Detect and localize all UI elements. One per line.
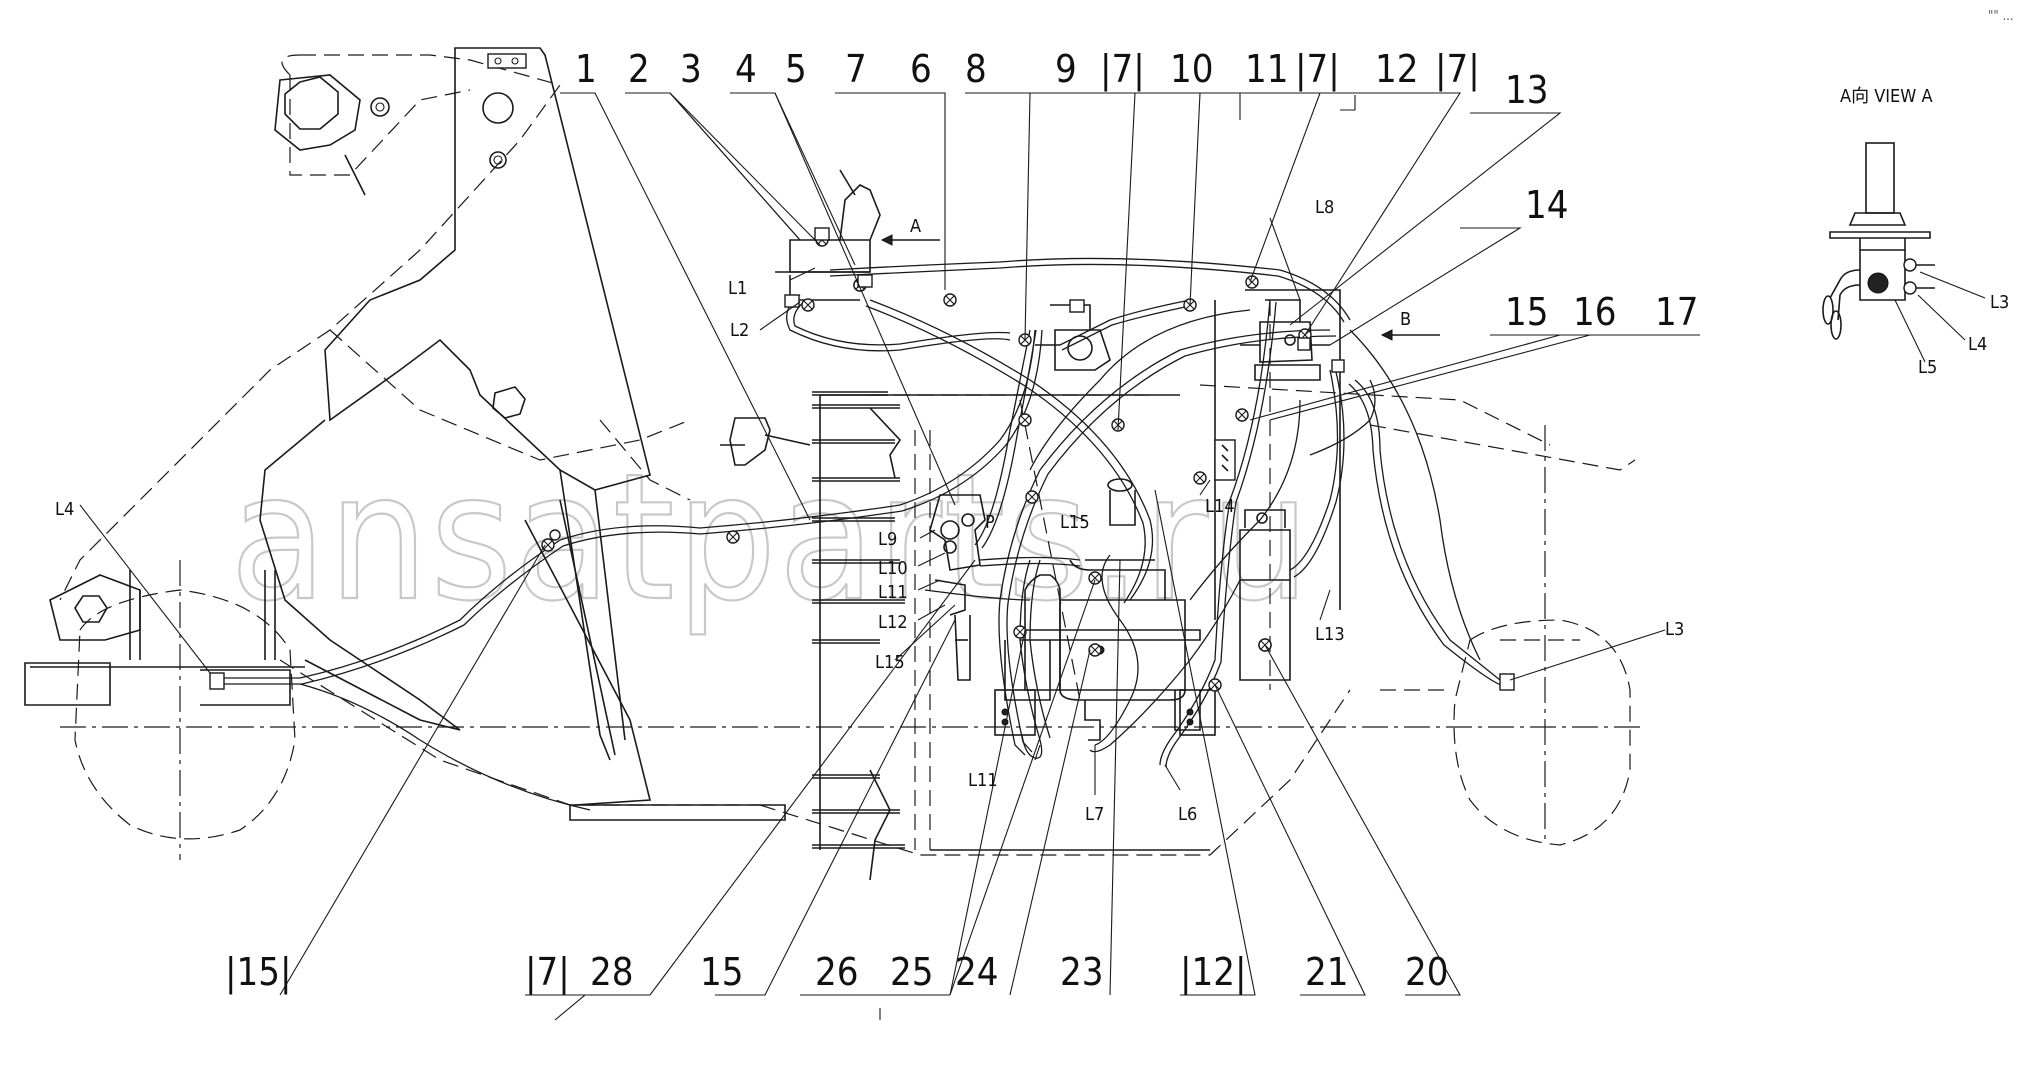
- watermark: ansatparts.ru: [230, 437, 1312, 640]
- callout-bottom-15b: 15: [700, 950, 744, 994]
- callout-top-12: 12: [1375, 47, 1419, 91]
- line-labels: L1 L2 L3 L4 L5 L6 L7 L8 L9 L10 L11 L12 L…: [55, 197, 2009, 825]
- callout-bottom-25: 25: [890, 950, 934, 994]
- callout-top-14: 14: [1525, 183, 1569, 227]
- callout-bottom-7: |7|: [525, 950, 570, 995]
- label-L11-bottom: L11: [968, 770, 998, 791]
- callout-top-5: 5: [785, 47, 807, 91]
- label-L4: L4: [55, 499, 74, 520]
- label-L8: L8: [1315, 197, 1334, 218]
- label-L15-center: L15: [1060, 512, 1090, 533]
- label-L7: L7: [1085, 804, 1104, 825]
- callout-top-7: 7: [845, 47, 867, 91]
- callout-top-7b: |7|: [1100, 47, 1145, 92]
- callout-bottom-26: 26: [815, 950, 859, 994]
- callout-bottom-21: 21: [1305, 950, 1349, 994]
- callout-top-15: 15: [1505, 290, 1549, 334]
- marker-B: B: [1400, 309, 1411, 330]
- callout-bottom-15: |15|: [225, 950, 292, 995]
- label-L4-view: L4: [1968, 334, 1987, 355]
- callout-numbers-top: 1 2 3 4 5 7 6 8 9 |7| 10 11 |7| 12 |7| 1…: [575, 47, 1699, 334]
- view-a-inset: A向 VIEW A: [1822, 86, 1986, 363]
- callout-bottom-28: 28: [590, 950, 634, 994]
- callout-leaders: [79, 92, 1700, 996]
- callout-top-6: 6: [910, 47, 932, 91]
- callout-bottom-12: |12|: [1180, 950, 1247, 995]
- callout-top-7c: |7|: [1295, 47, 1340, 92]
- callout-bottom-23: 23: [1060, 950, 1104, 994]
- label-L1: L1: [728, 278, 747, 299]
- label-L5-view: L5: [1918, 357, 1937, 378]
- callout-top-4: 4: [735, 47, 757, 91]
- label-L12: L12: [878, 612, 908, 633]
- callout-numbers-bottom: |15| |7| 28 15 26 25 24 23 |12| 21 20: [225, 950, 1449, 1021]
- label-L3-view: L3: [1990, 292, 2009, 313]
- callout-top-1: 1: [575, 47, 597, 91]
- label-L2: L2: [730, 320, 749, 341]
- callout-top-10: 10: [1170, 47, 1214, 91]
- label-L11: L11: [878, 582, 908, 603]
- label-L9: L9: [878, 529, 897, 550]
- corner-mark: "" ...: [1988, 9, 2014, 24]
- label-L14: L14: [1205, 496, 1235, 517]
- label-L3: L3: [1665, 619, 1684, 640]
- callout-top-7d: |7|: [1435, 47, 1480, 92]
- callout-top-8: 8: [965, 47, 987, 91]
- callout-bottom-24: 24: [955, 950, 999, 994]
- callout-bottom-20: 20: [1405, 950, 1449, 994]
- label-L6: L6: [1178, 804, 1197, 825]
- callout-top-17: 17: [1655, 290, 1699, 334]
- callout-top-13: 13: [1505, 68, 1549, 112]
- label-L15: L15: [875, 652, 905, 673]
- callout-top-2: 2: [628, 47, 650, 91]
- label-L13: L13: [1315, 624, 1345, 645]
- callout-top-16: 16: [1573, 290, 1617, 334]
- callout-top-9: 9: [1055, 47, 1077, 91]
- callout-top-3: 3: [680, 47, 702, 91]
- loader-frame: [24, 47, 1341, 881]
- marker-P: P: [985, 512, 995, 533]
- callout-top-11: 11: [1245, 47, 1289, 91]
- marker-A: A: [910, 216, 921, 237]
- view-a-title: A向 VIEW A: [1840, 86, 1933, 107]
- label-L10: L10: [878, 558, 908, 579]
